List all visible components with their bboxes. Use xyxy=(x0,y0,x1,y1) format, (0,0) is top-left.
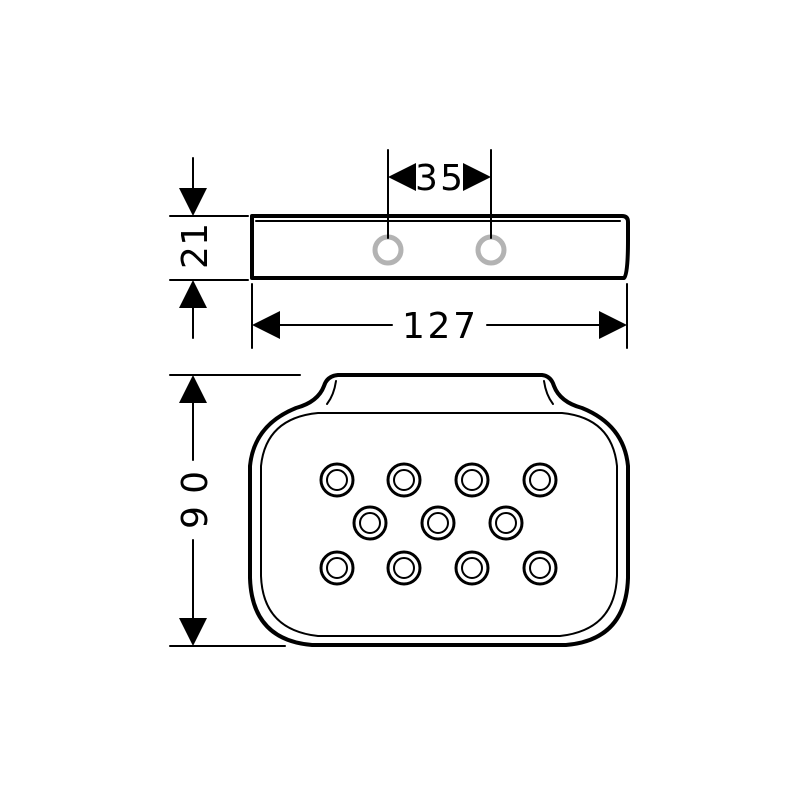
dimension-arrowhead xyxy=(599,311,627,339)
side-view xyxy=(250,214,630,280)
dimension-hole-spacing: 3 5 xyxy=(387,149,492,239)
drain-hole xyxy=(488,505,524,541)
dimension-arrowhead xyxy=(179,375,207,403)
dimension-height: 2 1 xyxy=(169,157,249,339)
drain-hole xyxy=(454,462,490,498)
dimension-label-width: 1 2 7 xyxy=(402,306,476,347)
top-view-inner-outline xyxy=(326,380,554,405)
dimension-arrowhead xyxy=(463,163,491,191)
drain-hole xyxy=(420,505,456,541)
dimension-label-depth: 9 0 xyxy=(175,471,216,529)
dimension-label-hole-spacing: 3 5 xyxy=(415,158,463,199)
dimension-depth: 9 0 xyxy=(169,374,301,647)
drain-hole xyxy=(522,462,558,498)
drain-hole xyxy=(319,550,355,586)
dimension-arrowhead xyxy=(388,163,416,191)
side-view-outline xyxy=(250,214,630,280)
mount-hole-left xyxy=(372,234,404,266)
dimension-arrowhead xyxy=(179,618,207,646)
drain-hole xyxy=(454,550,490,586)
top-view-outline xyxy=(248,373,630,647)
drain-hole xyxy=(386,550,422,586)
dimension-label-height: 2 1 xyxy=(175,223,216,269)
drain-hole xyxy=(522,550,558,586)
mount-hole-right xyxy=(475,234,507,266)
drain-hole xyxy=(352,505,388,541)
dimension-arrowhead xyxy=(252,311,280,339)
top-view xyxy=(248,373,630,647)
drain-hole xyxy=(386,462,422,498)
dimension-arrowhead xyxy=(179,188,207,216)
dimension-width: 1 2 7 xyxy=(251,283,628,349)
drain-hole xyxy=(319,462,355,498)
top-view-tray-rim xyxy=(260,412,618,637)
dimension-arrowhead xyxy=(179,280,207,308)
